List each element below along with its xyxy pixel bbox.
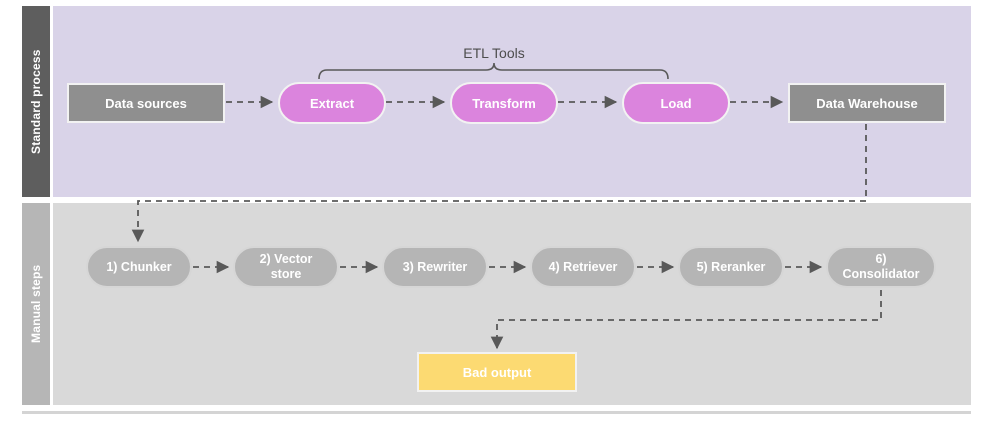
node-data-sources-label: Data sources [105,95,187,111]
node-step-1-label: 1) Chunker [106,259,172,274]
node-transform[interactable]: Transform [450,82,558,124]
node-step-4-label: 4) Retriever [548,259,618,274]
node-load[interactable]: Load [622,82,730,124]
node-step-2-label-line2: store [270,267,302,281]
bottom-divider [22,411,971,414]
node-step-3-rewriter[interactable]: 3) Rewriter [382,246,488,288]
node-step-6-label-line2: Consolidator [842,267,920,281]
lane-label-standard-process: Standard process [22,6,50,197]
node-transform-label: Transform [472,95,536,111]
node-step-6-label-line1: 6) [875,252,887,266]
node-step-6-consolidator[interactable]: 6) Consolidator [826,246,936,288]
node-step-5-reranker[interactable]: 5) Reranker [678,246,784,288]
node-step-1-chunker[interactable]: 1) Chunker [86,246,192,288]
node-data-warehouse[interactable]: Data Warehouse [788,83,946,123]
node-step-2-vector-store[interactable]: 2) Vector store [233,246,339,288]
node-step-5-label: 5) Reranker [696,259,766,274]
node-bad-output[interactable]: Bad output [417,352,577,392]
node-data-warehouse-label: Data Warehouse [816,95,918,111]
node-step-2-label-line1: 2) Vector [259,252,313,266]
node-step-4-retriever[interactable]: 4) Retriever [530,246,636,288]
node-step-3-label: 3) Rewriter [402,259,468,274]
node-extract[interactable]: Extract [278,82,386,124]
node-data-sources[interactable]: Data sources [67,83,225,123]
node-load-label: Load [660,95,692,111]
etl-tools-label: ETL Tools [463,45,525,61]
node-extract-label: Extract [309,95,355,111]
lane-label-manual-steps: Manual steps [22,203,50,405]
node-bad-output-label: Bad output [462,364,532,380]
